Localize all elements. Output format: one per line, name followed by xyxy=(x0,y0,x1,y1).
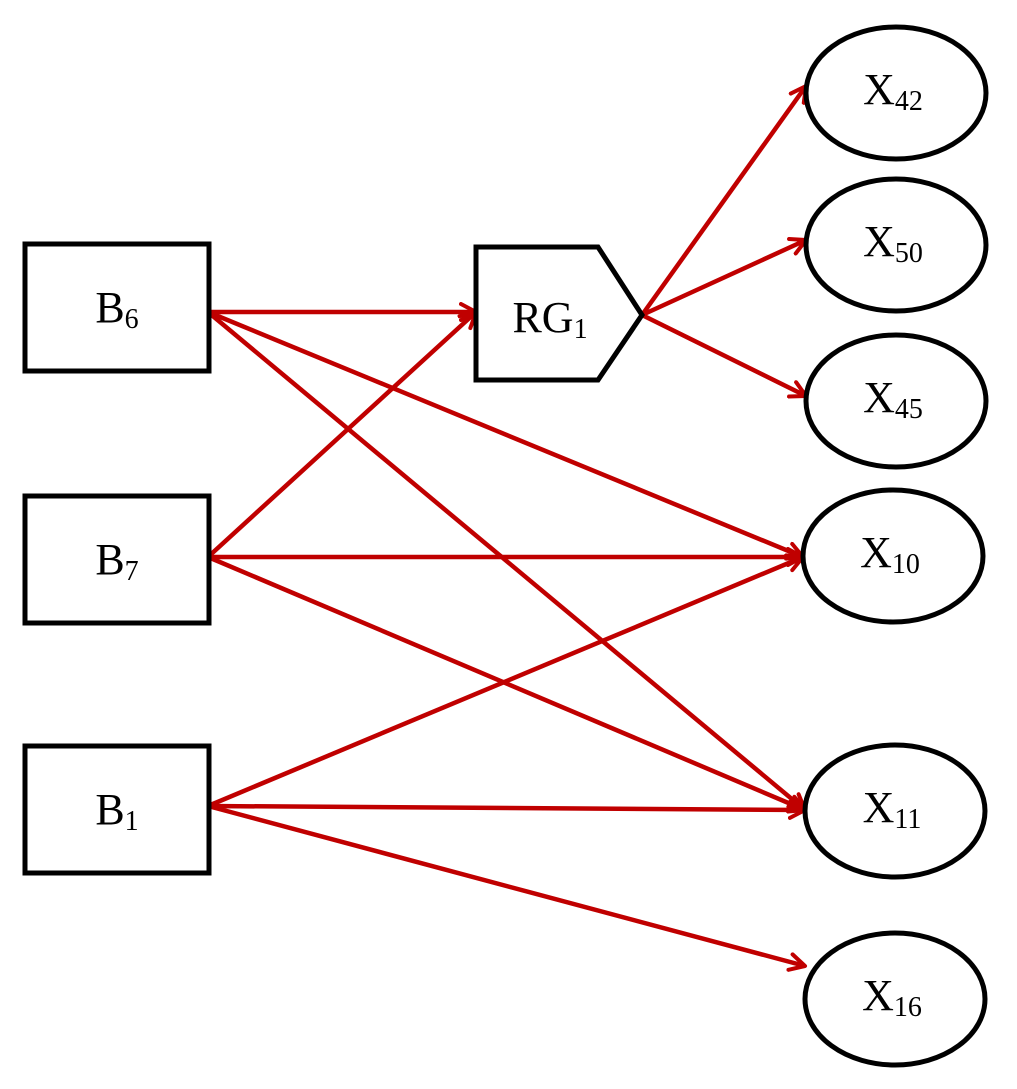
node-x50-label: X50 xyxy=(863,217,923,269)
node-x10: X10 xyxy=(800,487,986,625)
node-x50-ellipse xyxy=(803,176,989,314)
node-x16: X16 xyxy=(802,930,988,1068)
edge-b1-x10 xyxy=(207,553,805,809)
edge-b7-rg1 xyxy=(206,310,478,559)
node-x42-ellipse xyxy=(803,24,989,162)
edge-b6-x11 xyxy=(206,310,807,812)
node-x11: X11 xyxy=(802,742,988,880)
node-x45-ellipse xyxy=(803,332,989,470)
node-x11-ellipse xyxy=(802,742,988,880)
node-rg1: RG1 xyxy=(473,244,645,383)
node-x11-label: X11 xyxy=(863,783,922,835)
edge-b1-x16 xyxy=(207,803,807,972)
node-b1-box xyxy=(22,743,212,876)
node-b7-label: B7 xyxy=(95,535,138,587)
node-x10-label: X10 xyxy=(860,528,920,580)
edge-b1-x11 xyxy=(207,799,807,820)
node-x16-ellipse xyxy=(802,930,988,1068)
node-rg1-shape xyxy=(473,244,645,383)
node-x45: X45 xyxy=(803,332,989,470)
node-rg1-label: RG1 xyxy=(512,293,587,345)
edge-layer xyxy=(206,84,808,972)
edge-rg1-x45 xyxy=(641,312,808,399)
node-x50: X50 xyxy=(803,176,989,314)
node-b6: B6 xyxy=(22,241,212,374)
node-x42: X42 xyxy=(803,24,989,162)
node-x10-ellipse xyxy=(800,487,986,625)
node-x45-label: X45 xyxy=(863,373,923,425)
node-b1-label: B1 xyxy=(95,785,138,837)
node-b6-box xyxy=(22,241,212,374)
edge-rg1-x42 xyxy=(640,84,808,317)
node-b7-box xyxy=(22,493,212,626)
node-b6-label: B6 xyxy=(95,283,138,335)
node-b1: B1 xyxy=(22,743,212,876)
node-x16-label: X16 xyxy=(862,971,922,1023)
node-b7: B7 xyxy=(22,493,212,626)
node-x42-label: X42 xyxy=(863,65,923,117)
edge-rg1-x50 xyxy=(641,236,808,318)
edge-b6-x10 xyxy=(207,309,805,561)
